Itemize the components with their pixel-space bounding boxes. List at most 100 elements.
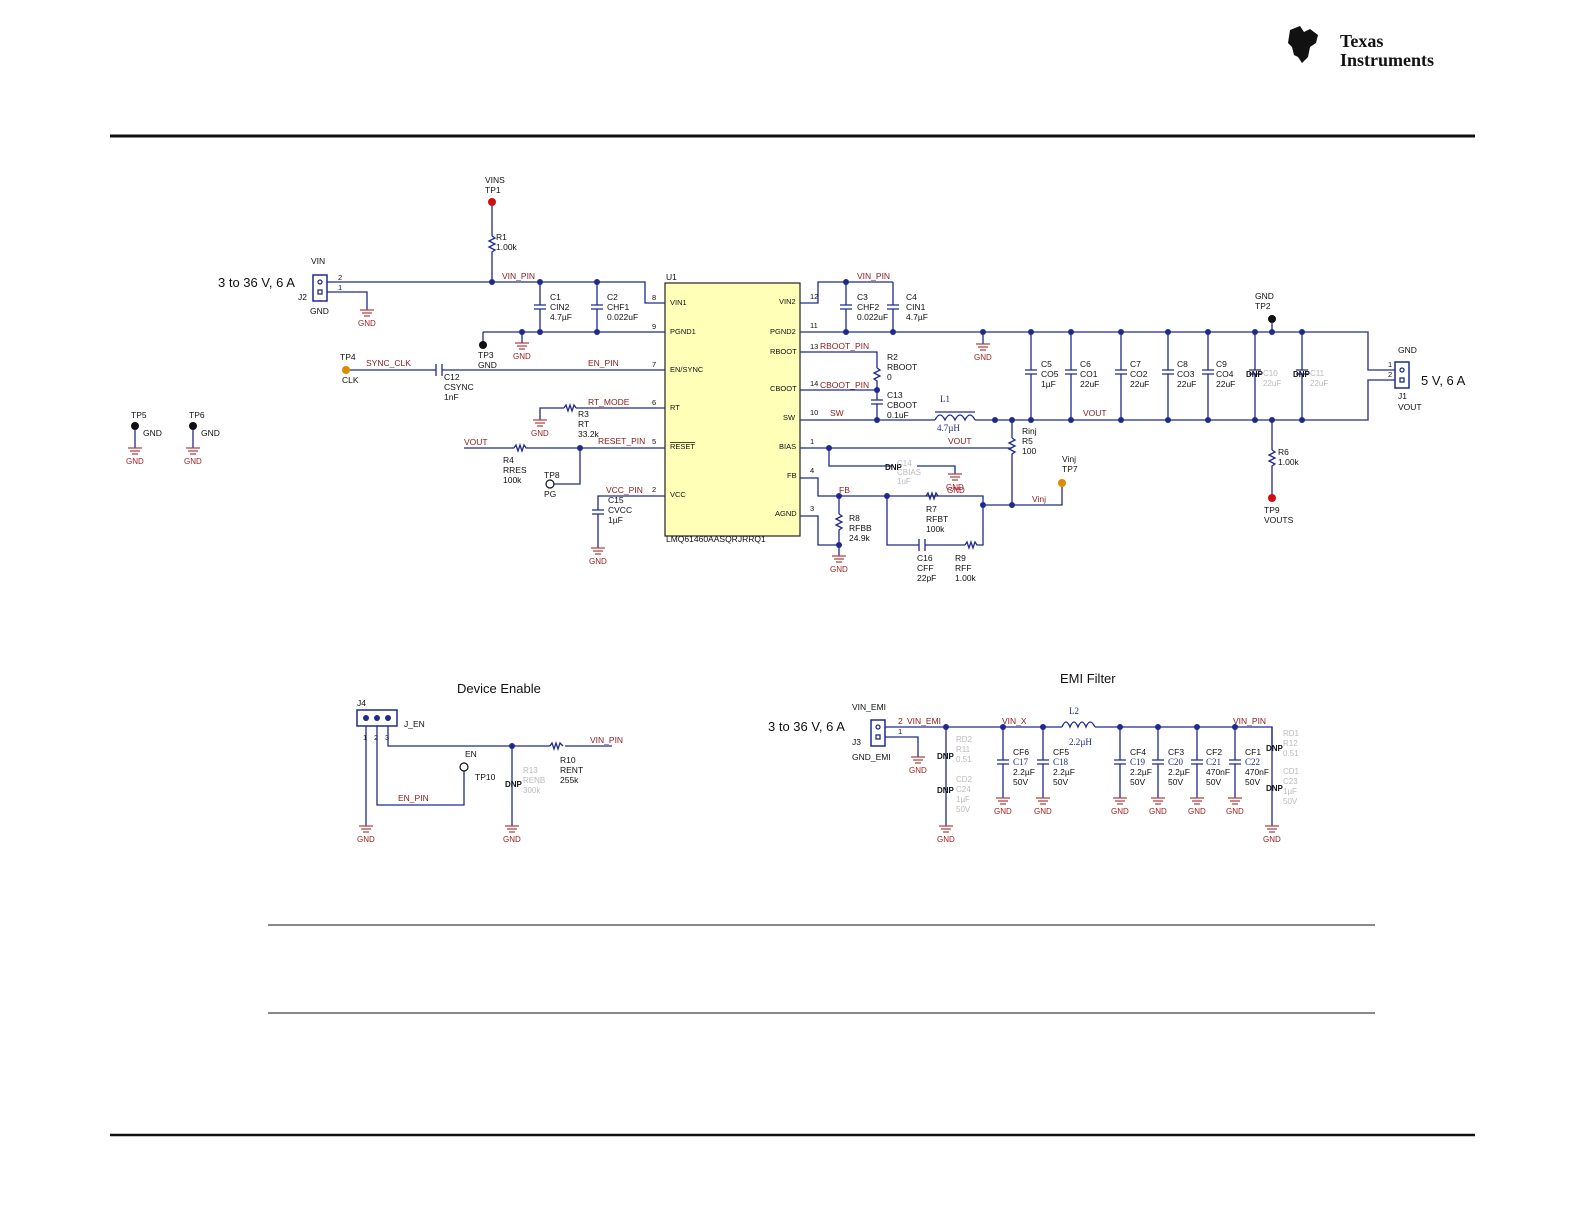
j2-ref: J2 bbox=[298, 292, 307, 302]
svg-text:GND: GND bbox=[946, 483, 964, 492]
r8-ref: R8 bbox=[849, 513, 860, 523]
r10-ref: R10 bbox=[560, 755, 576, 765]
r5-ref: R5 bbox=[1022, 436, 1033, 446]
net-vin-pin-3: VIN_PIN bbox=[590, 735, 623, 745]
r5-value: 100 bbox=[1022, 446, 1036, 456]
pin-num-8: 8 bbox=[652, 293, 656, 302]
cf6-voltage: 50V bbox=[1013, 777, 1028, 787]
cf4-value: 2.2µF bbox=[1130, 767, 1152, 777]
tp7-net: Vinj bbox=[1062, 454, 1076, 464]
cf2-ref: CF2 bbox=[1206, 747, 1222, 757]
r5-resistor bbox=[1007, 437, 1017, 505]
c10-ref: C10 bbox=[1263, 369, 1278, 378]
tp8-ref: TP8 bbox=[544, 470, 560, 480]
r8-resistor bbox=[834, 513, 844, 545]
cd2-dnp: DNP bbox=[937, 786, 955, 795]
j1-vout-label: VOUT bbox=[1398, 402, 1422, 412]
svg-text:GND: GND bbox=[830, 565, 848, 574]
pin-vcc: VCC bbox=[670, 490, 686, 499]
cf1-name: C22 bbox=[1245, 757, 1260, 767]
c2-ref: C2 bbox=[607, 292, 618, 302]
cf4-voltage: 50V bbox=[1130, 777, 1145, 787]
l2-inductor bbox=[1061, 721, 1096, 729]
tp1-net: VINS bbox=[485, 175, 505, 185]
r13-ref: R13 bbox=[523, 766, 538, 775]
c1-ref: C1 bbox=[550, 292, 561, 302]
j2-pin-2 bbox=[317, 279, 323, 285]
r7-value: 100k bbox=[926, 524, 945, 534]
gnd-symbol-cf1: GND bbox=[1226, 797, 1244, 816]
svg-text:GND: GND bbox=[358, 319, 376, 328]
j1-pin-2 bbox=[1399, 377, 1405, 383]
cf6-value: 2.2µF bbox=[1013, 767, 1035, 777]
c11-value: 22uF bbox=[1310, 379, 1328, 388]
pin-num-5: 5 bbox=[652, 437, 656, 446]
j4-pin-num-1: 1 bbox=[363, 733, 367, 742]
j3-gnd-label: GND_EMI bbox=[852, 752, 891, 762]
pin-cboot: CBOOT bbox=[770, 384, 797, 393]
pin-num-6: 6 bbox=[652, 398, 656, 407]
r4-value: 100k bbox=[503, 475, 522, 485]
pin-fb: FB bbox=[787, 471, 797, 480]
input-section: 3 to 36 V, 6 A VIN J2 GND 2 1 GND VIN_PI… bbox=[126, 175, 665, 566]
r3-ref: R3 bbox=[578, 409, 589, 419]
ti-logo-line2: Instruments bbox=[1340, 50, 1434, 70]
c5-value: 1µF bbox=[1041, 379, 1056, 389]
tp9-testpoint bbox=[1268, 494, 1276, 502]
cd1-name: C23 bbox=[1283, 777, 1298, 786]
pin-num-13: 13 bbox=[810, 342, 818, 351]
gnd-symbol-cf2: GND bbox=[1188, 797, 1206, 816]
net-rboot-pin: RBOOT_PIN bbox=[820, 341, 869, 351]
cd2-voltage: 50V bbox=[956, 805, 971, 814]
net-gnd-fb: GND bbox=[947, 486, 965, 495]
svg-text:GND: GND bbox=[589, 557, 607, 566]
r13-value: 300k bbox=[523, 786, 541, 795]
tp2-net: GND bbox=[1255, 291, 1274, 301]
c9-ref: C9 bbox=[1216, 359, 1227, 369]
ic-body bbox=[664, 282, 801, 537]
r13-dnp: DNP bbox=[505, 780, 523, 789]
pin-num-12: 12 bbox=[810, 292, 818, 301]
c16-capacitor bbox=[918, 539, 926, 551]
c3-ref: C3 bbox=[857, 292, 868, 302]
c12-value: 1nF bbox=[444, 392, 459, 402]
c13-value: 0.1uF bbox=[887, 410, 909, 420]
ti-logo: Texas Instruments bbox=[1288, 26, 1434, 70]
cf1-value: 470nF bbox=[1245, 767, 1269, 777]
tp8-testpoint bbox=[545, 479, 555, 489]
cf5-ref: CF5 bbox=[1053, 747, 1069, 757]
ic-right-pins: VIN2 PGND2 RBOOT CBOOT SW BIAS FB AGND 1… bbox=[770, 292, 818, 518]
gnd-symbol-cf3: GND bbox=[1149, 797, 1167, 816]
pin-num-7: 7 bbox=[652, 360, 656, 369]
gnd-symbol-cf5: GND bbox=[1034, 797, 1052, 816]
c4-name: CIN1 bbox=[906, 302, 926, 312]
tp5-testpoint bbox=[131, 422, 139, 430]
cf2-voltage: 50V bbox=[1206, 777, 1221, 787]
c2-name: CHF1 bbox=[607, 302, 629, 312]
r4-resistor bbox=[513, 442, 528, 454]
pin-agnd: AGND bbox=[775, 509, 797, 518]
r6-resistor bbox=[1267, 449, 1277, 494]
device-enable-section: Device Enable J4 J_EN 1 2 3 EN TP10 EN_P… bbox=[356, 681, 623, 844]
gnd-symbol-pgnd2: GND bbox=[974, 343, 992, 362]
net-vout-reset: VOUT bbox=[464, 437, 488, 447]
emi-title: EMI Filter bbox=[1060, 671, 1116, 686]
cf2-name: C21 bbox=[1206, 757, 1221, 767]
cf1-ref: CF1 bbox=[1245, 747, 1261, 757]
r7-name: RFBT bbox=[926, 514, 948, 524]
c13-ref: C13 bbox=[887, 390, 903, 400]
net-vin-pin-2: VIN_PIN bbox=[857, 271, 890, 281]
pin-num-2: 2 bbox=[652, 485, 656, 494]
j4-pin-num-3: 3 bbox=[385, 733, 389, 742]
tp10-ref: TP10 bbox=[475, 772, 496, 782]
pin-pgnd2: PGND2 bbox=[770, 327, 796, 336]
c13-name: CBOOT bbox=[887, 400, 917, 410]
cf1-voltage: 50V bbox=[1245, 777, 1260, 787]
gnd-symbol-pgnd1: GND bbox=[513, 342, 531, 361]
cf3-value: 2.2µF bbox=[1168, 767, 1190, 777]
rd1-dnp: DNP bbox=[1266, 744, 1284, 753]
c10-value: 22uF bbox=[1263, 379, 1281, 388]
c12-name: CSYNC bbox=[444, 382, 474, 392]
rd2-name: R11 bbox=[956, 745, 971, 754]
rd1-name: R12 bbox=[1283, 739, 1298, 748]
